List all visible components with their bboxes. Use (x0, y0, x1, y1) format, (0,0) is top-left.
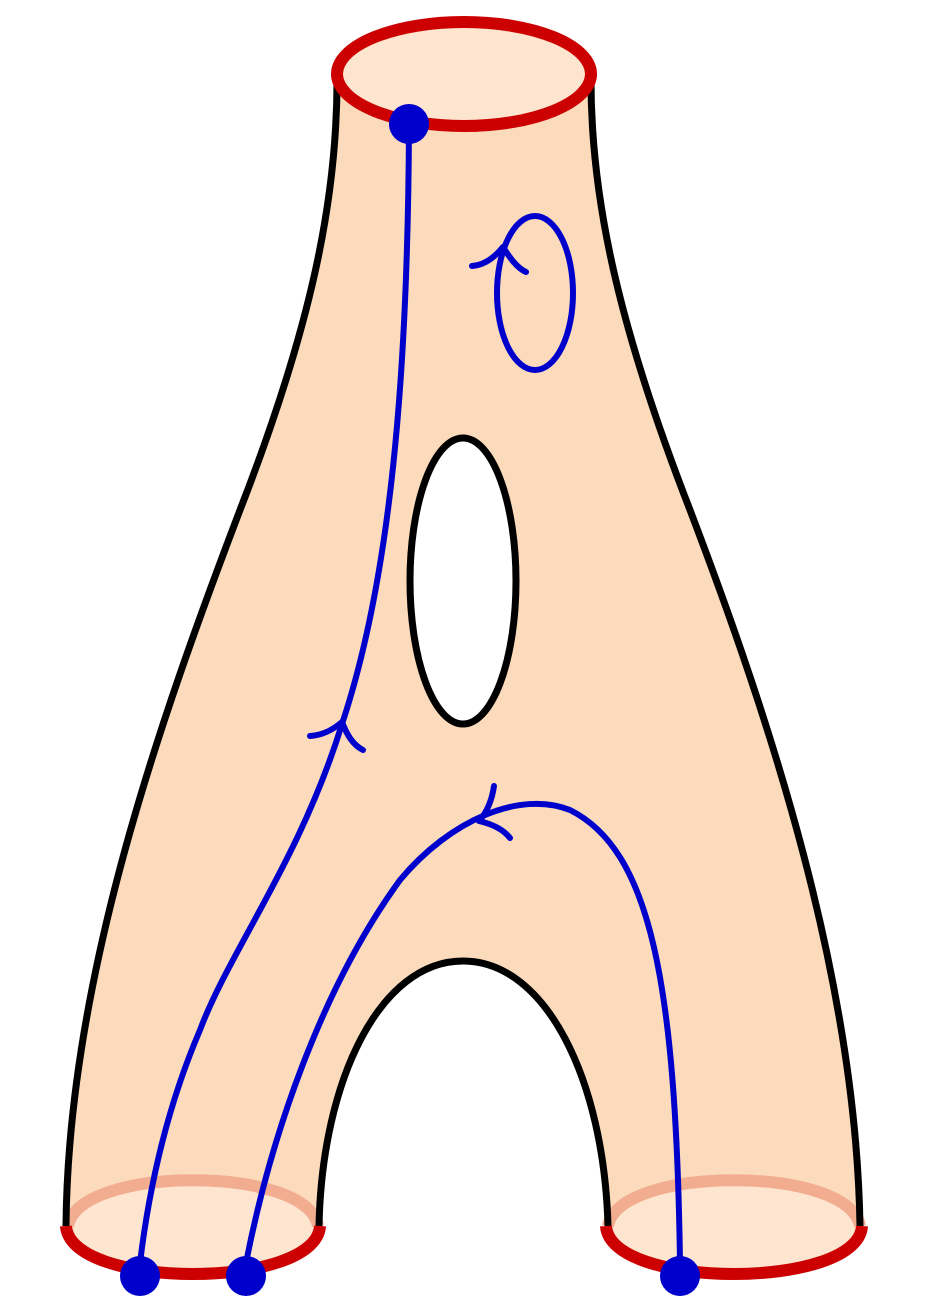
top-boundary-circle (331, 16, 597, 132)
arrow-head-1 (307, 719, 366, 753)
marked-point-left-a (120, 1256, 160, 1296)
right-cuff-interior (608, 1174, 860, 1278)
left-cuff-interior (68, 1174, 318, 1278)
left-boundary-back-rim (62, 1174, 324, 1228)
outer-right-edge (587, 73, 864, 1227)
marked-point-top (389, 104, 429, 144)
closed-loop (494, 213, 576, 373)
arc-top-to-left (137, 121, 412, 1266)
marked-point-left-b (226, 1256, 266, 1296)
right-boundary-front-rim (600, 1224, 868, 1280)
marked-point-right (660, 1256, 700, 1296)
arc-left-to-right (243, 800, 683, 1266)
arrow-head-2 (476, 783, 513, 841)
handle-hole-outline (406, 434, 520, 728)
right-boundary-back-rim (602, 1174, 866, 1228)
handle-hole (410, 438, 516, 724)
arrow-head-3 (469, 244, 529, 275)
outer-left-edge (62, 73, 341, 1227)
left-boundary-front-rim (60, 1224, 326, 1280)
crotch-arch (315, 957, 612, 1227)
